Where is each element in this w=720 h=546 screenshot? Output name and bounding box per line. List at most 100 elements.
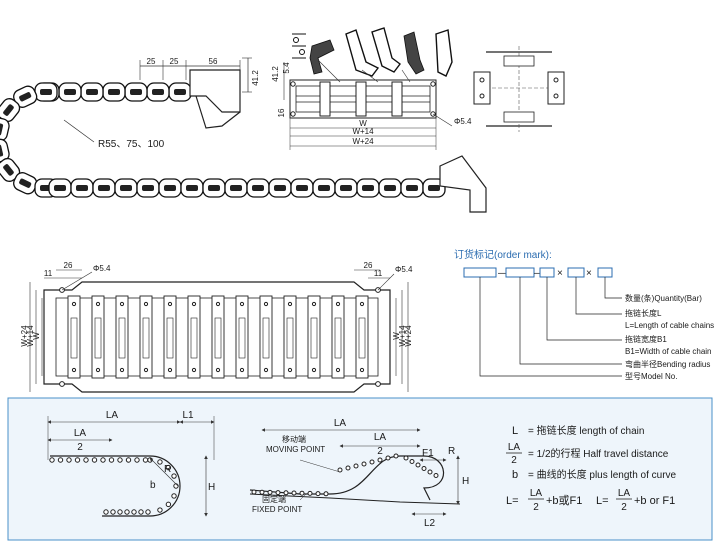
dim-label: 25	[170, 57, 179, 66]
cross-bar-pin	[287, 301, 293, 307]
mid-left-top-view: 11 26 Φ5.4 26 11 Φ5.4 W+24 W+14 W W W+14…	[20, 261, 413, 393]
cross-bar-pin	[335, 367, 341, 373]
chain-link-slot	[19, 92, 32, 102]
chain-dot	[361, 461, 367, 467]
chain-dot	[134, 457, 140, 463]
chain-dot	[147, 457, 153, 463]
cross-bar-pin	[191, 301, 197, 307]
chain-dot	[108, 457, 115, 463]
chain-dot	[171, 493, 177, 499]
legend-length-cn: 拖链长度L	[625, 308, 662, 318]
chain-link-slot	[0, 144, 4, 157]
chain-dot	[110, 509, 116, 515]
order-sep: —	[534, 268, 544, 279]
label: H	[462, 476, 469, 487]
label: LA	[374, 432, 387, 443]
cross-bar-slot	[118, 317, 126, 359]
chain-link	[400, 178, 424, 198]
cross-bar-slot	[166, 317, 174, 359]
chain-link-slot	[86, 89, 98, 95]
chain-dot	[421, 466, 427, 471]
chain-link-slot	[340, 185, 352, 191]
dim-label: W+24	[20, 325, 29, 347]
chain-link	[114, 178, 138, 198]
label: LA	[74, 428, 87, 439]
formula-text: = 拖链长度 length of chain	[528, 424, 644, 437]
legend-quantity: 数量(条)Quantity(Bar)	[625, 293, 702, 303]
formula-symbol: L	[512, 425, 518, 437]
order-box-length	[567, 267, 585, 278]
cross-bar-slot	[214, 317, 222, 359]
cross-bar-pin	[263, 301, 269, 307]
formula-suffix: +b or F1	[634, 495, 675, 507]
cross-bar-pin	[239, 367, 245, 373]
label: FIXED POINT	[252, 505, 302, 514]
chain-dot	[369, 459, 375, 465]
dim-label: 11	[44, 269, 53, 278]
chain-dot	[103, 509, 109, 515]
label: LA	[334, 418, 347, 429]
chain-link-slot	[120, 185, 132, 191]
chain-dot	[291, 490, 297, 496]
dim-label: Φ5.4	[93, 264, 111, 273]
dim-label: 41.2	[271, 66, 280, 82]
chain-dot	[142, 457, 149, 463]
legend-length-en: L=Length of cable chains	[625, 321, 714, 330]
label: 固定端	[262, 494, 286, 504]
chain-link-slot	[142, 185, 154, 191]
label: 移动端	[282, 434, 306, 444]
chain-link-slot	[98, 185, 110, 191]
label: R	[448, 446, 455, 457]
chain-dot	[117, 509, 123, 515]
formula-text: = 1/2的行程 Half travel distance	[528, 447, 669, 460]
label: L2	[424, 518, 436, 529]
dim-label: 16	[277, 108, 286, 117]
formula-prefix: L=	[596, 495, 609, 507]
chain-link	[158, 178, 182, 198]
dim-label: 41.2	[251, 70, 260, 86]
chain-dot	[259, 489, 265, 495]
fraction-numerator: LA	[530, 488, 543, 499]
chain-link-slot	[230, 185, 242, 191]
chain-link-slot	[54, 185, 66, 191]
chain-link	[48, 178, 72, 198]
order-sep: ×	[557, 268, 563, 279]
chain-dot	[307, 490, 313, 496]
fraction-denominator: 2	[511, 455, 517, 466]
chain-link-slot	[406, 185, 418, 191]
cross-bar-pin	[215, 301, 221, 307]
chain-dot	[57, 457, 64, 463]
cross-bar-pin	[359, 367, 365, 373]
chain-dot	[117, 457, 123, 463]
chain-dot	[403, 455, 409, 461]
chain-link	[180, 178, 204, 198]
chain-link	[224, 178, 248, 198]
chain-link	[202, 178, 226, 198]
label: 2	[377, 446, 383, 457]
label: MOVING POINT	[266, 445, 325, 454]
dim-label: W+14	[26, 325, 35, 347]
chain-dot	[385, 455, 391, 461]
cross-bar-pin	[359, 301, 365, 307]
cross-bar-pin	[119, 301, 125, 307]
chain-link	[0, 157, 21, 182]
chain-dot	[345, 465, 351, 471]
chain-dot	[409, 459, 415, 464]
cross-bar-pin	[167, 301, 173, 307]
chain-link	[124, 82, 148, 102]
chain-dot	[251, 489, 257, 495]
formula-block: L = 拖链长度 length of chain LA 2 = 1/2的行程 H…	[506, 424, 677, 513]
cross-bar-slot	[334, 317, 342, 359]
cross-bar-pin	[143, 367, 149, 373]
order-title: 订货标记(order mark):	[454, 248, 552, 261]
top-left-chain-drawing: 25 25 56 41.2 R55、75、100	[0, 57, 487, 213]
chain-link	[312, 178, 336, 198]
chain-link	[92, 178, 116, 198]
order-mark-section: 订货标记(order mark): — — × × 数量(条)Quantity(…	[454, 248, 714, 381]
cross-bar-pin	[215, 367, 221, 373]
dim-label: 26	[364, 261, 373, 270]
chain-dot	[100, 457, 106, 463]
chain-link	[334, 178, 358, 198]
chain-dots	[49, 457, 179, 515]
cross-bar-slot	[238, 317, 246, 359]
